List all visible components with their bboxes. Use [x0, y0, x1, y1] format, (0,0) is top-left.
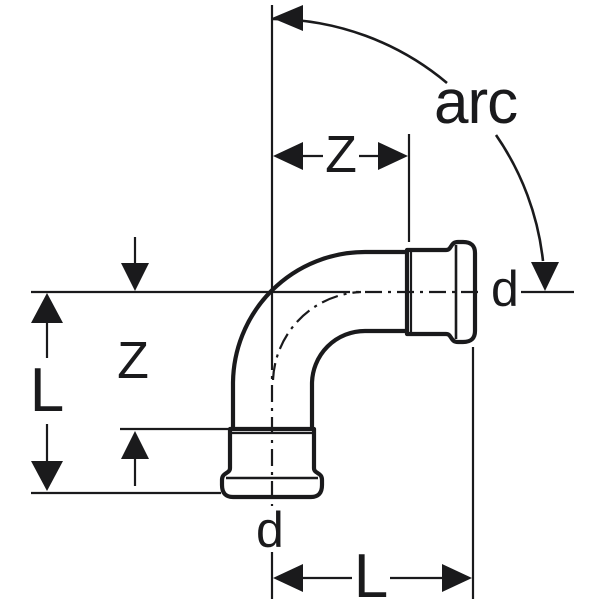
elbow-body-group	[219, 239, 478, 500]
l-bottom-arrowhead-right	[442, 564, 472, 592]
z-left-arrowhead-up	[121, 431, 149, 459]
dimension-z-horizontal: Z	[273, 126, 408, 184]
bend-centerline-arc	[271, 290, 362, 381]
arc-arrowhead-down	[531, 262, 559, 291]
z-top-label: Z	[325, 126, 357, 184]
z-top-arrowhead-right	[378, 142, 408, 170]
d-right-label: d	[491, 261, 519, 317]
arc-arrowhead-left	[272, 5, 303, 31]
dimension-l-horizontal: L	[273, 542, 472, 600]
dimension-arc: arc	[272, 5, 559, 291]
elbow-tube-outline	[230, 249, 412, 433]
dimension-z-vertical: Z	[117, 237, 149, 486]
d-bottom-label: d	[256, 502, 284, 558]
l-left-arrowhead-down	[31, 461, 63, 491]
z-left-arrowhead-down	[121, 263, 149, 291]
arc-label: arc	[434, 68, 517, 137]
l-bottom-label: L	[354, 542, 388, 600]
dimension-l-vertical: L	[30, 293, 64, 491]
l-left-arrowhead-up	[31, 293, 63, 323]
l-bottom-arrowhead-left	[273, 564, 303, 592]
z-top-arrowhead-left	[273, 142, 303, 170]
l-left-label: L	[30, 356, 64, 425]
centerlines	[31, 5, 574, 599]
z-left-label: Z	[117, 332, 149, 390]
arc-dimension-curve-lower	[494, 134, 545, 262]
